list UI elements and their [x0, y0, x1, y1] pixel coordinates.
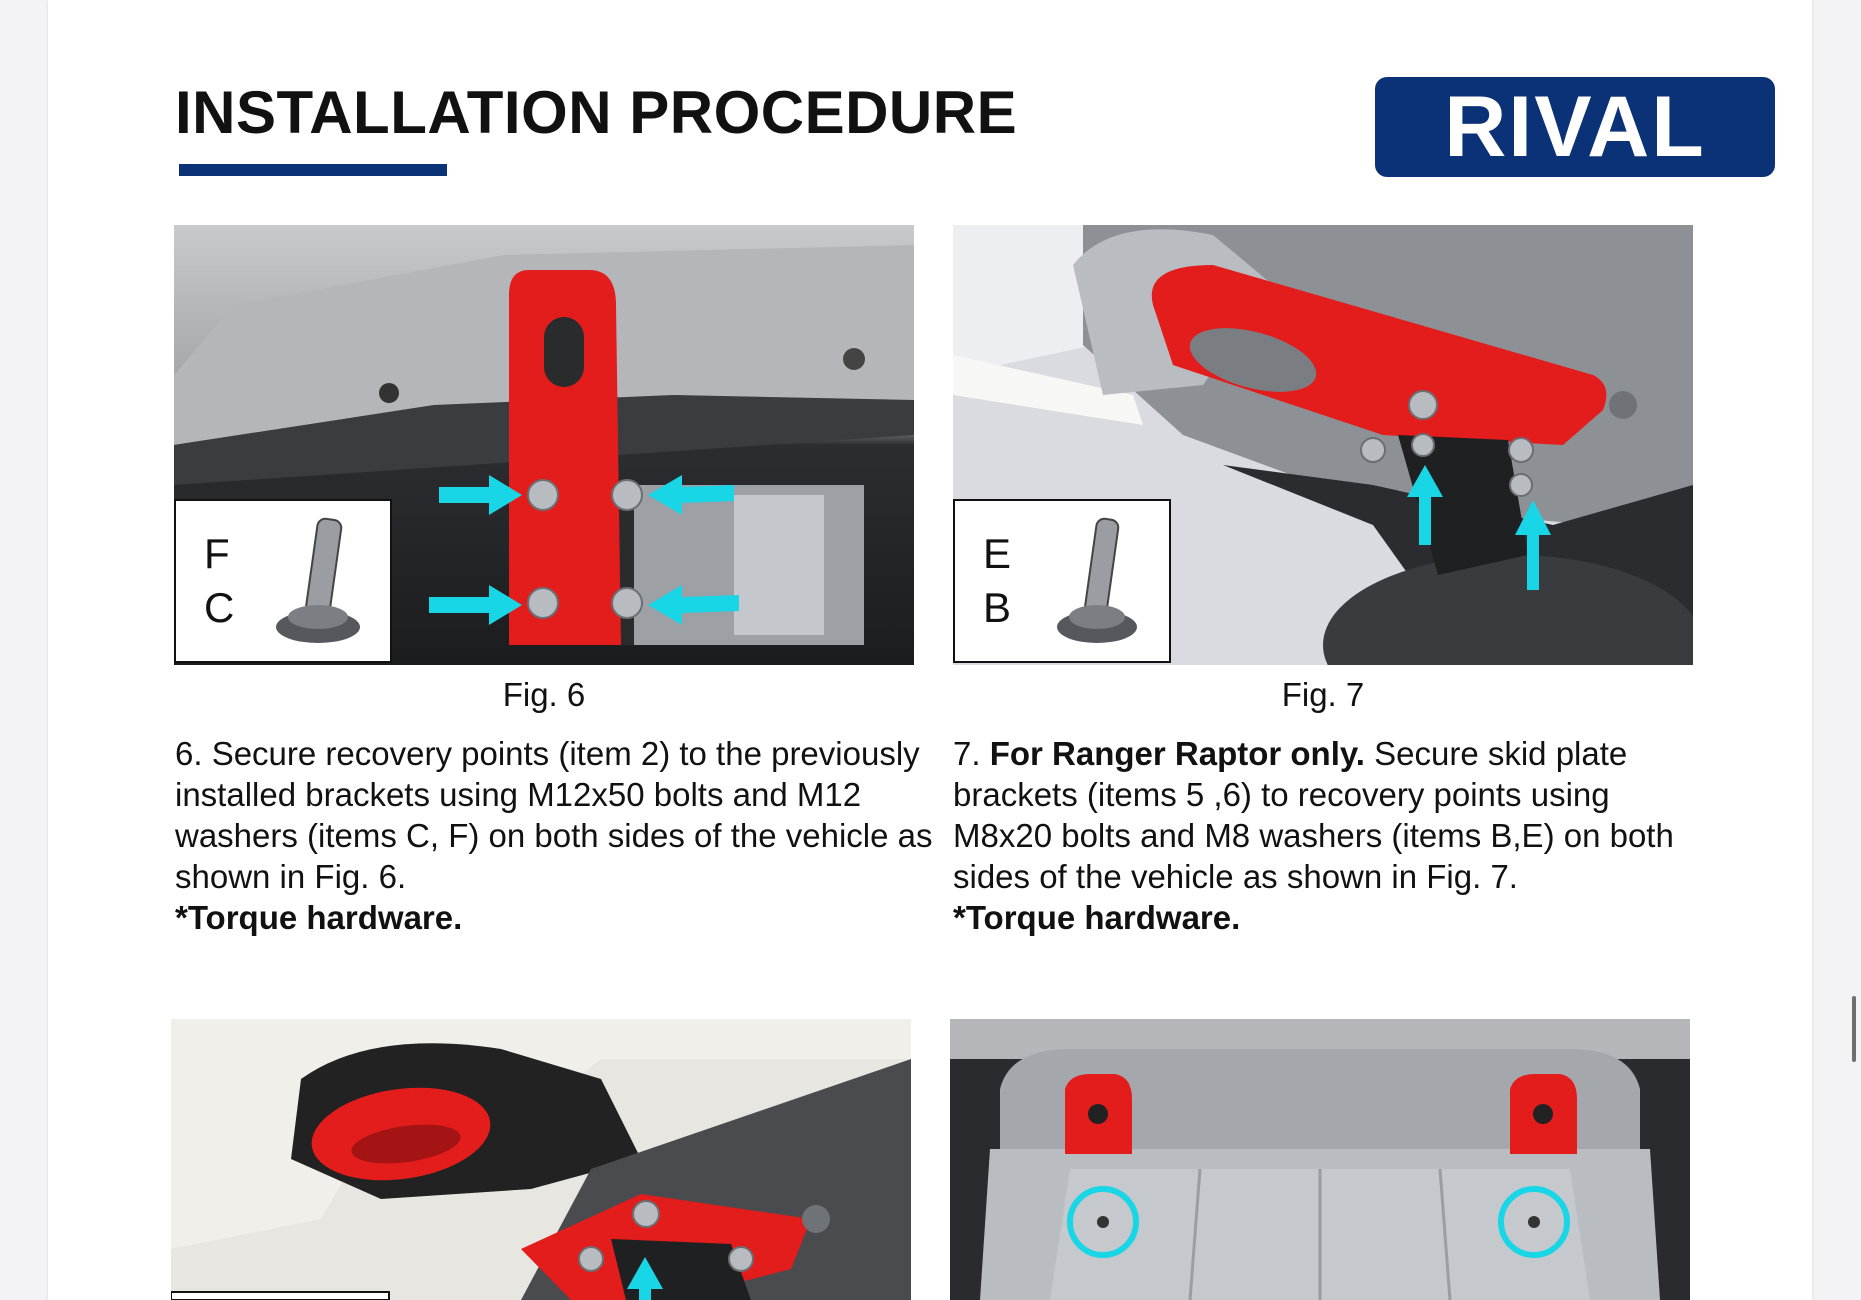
scrollbar-thumb[interactable] — [1852, 996, 1856, 1062]
step-7-torque-note: *Torque hardware. — [953, 899, 1241, 936]
item-label-f: F — [204, 530, 230, 577]
page-title: INSTALLATION PROCEDURE — [175, 79, 1018, 146]
hardware-key-box: F C — [174, 499, 392, 663]
skid-bracket-closeup-photo — [171, 1019, 911, 1300]
hardware-key-box: E B — [953, 499, 1171, 663]
step-6-text: 6. Secure recovery points (item 2) to th… — [175, 733, 935, 938]
figure-6-caption: Fig. 6 — [502, 676, 586, 713]
step-6-torque-note: *Torque hardware. — [175, 899, 463, 936]
item-label-b: B — [983, 584, 1012, 631]
step-7-number: 7. — [953, 735, 981, 772]
skid-plate-installed-photo — [950, 1019, 1690, 1300]
rival-logo: RIVAL — [1375, 77, 1775, 177]
bolt-icon — [276, 517, 360, 643]
figure-7-photo: E B — [953, 225, 1693, 665]
recovery-point-front-photo — [174, 225, 914, 665]
step-6-body: 6. Secure recovery points (item 2) to th… — [175, 735, 933, 895]
figure-7-caption: Fig. 7 — [1281, 676, 1365, 713]
item-label-c: C — [204, 584, 235, 631]
item-label-e: E — [983, 530, 1012, 577]
figure-6-photo: F C — [174, 225, 914, 665]
step-7-text: 7. For Ranger Raptor only. Secure skid p… — [953, 733, 1713, 938]
step-7-emphasis: For Ranger Raptor only. — [989, 735, 1365, 772]
step-7-body: Secure skid plate brackets (items 5 ,6) … — [953, 735, 1674, 895]
figure-8-photo — [171, 1019, 911, 1300]
title-underline — [179, 164, 447, 176]
figure-9-photo — [950, 1019, 1690, 1300]
bolt-icon — [1057, 517, 1137, 643]
logo-text: RIVAL — [1444, 79, 1706, 175]
